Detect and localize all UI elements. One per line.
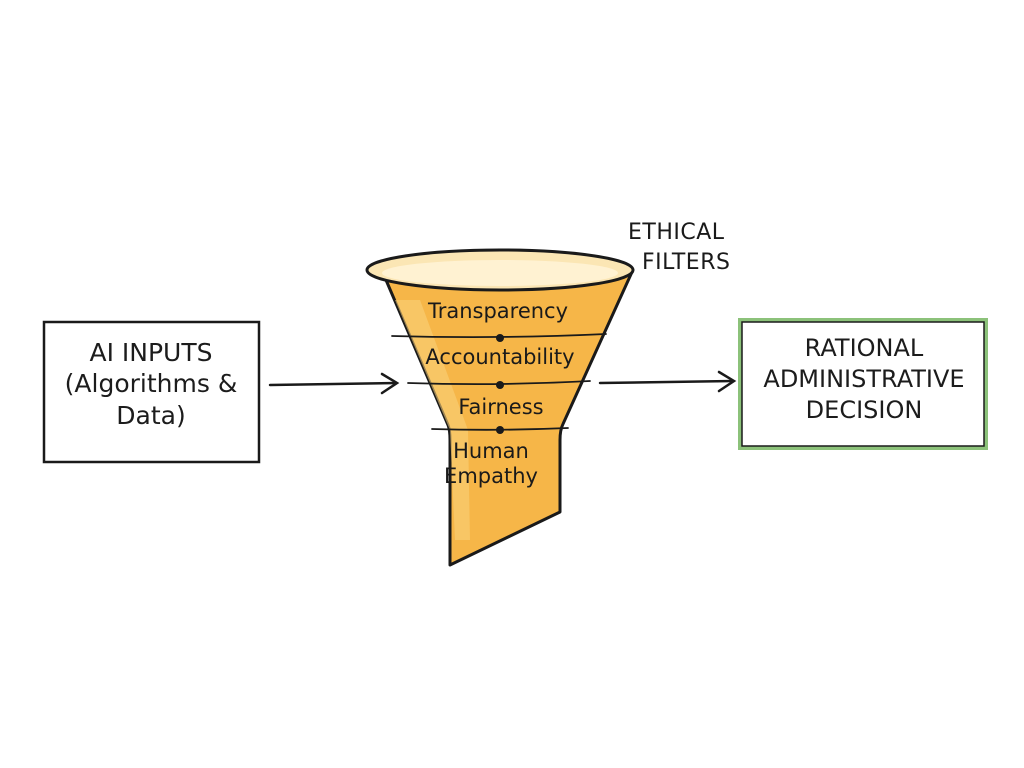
layer-dot-3: [496, 426, 504, 434]
filters-label-line-2: FILTERS: [642, 249, 731, 275]
arrow-input-to-funnel: [268, 372, 400, 395]
layer-fairness: Fairness: [458, 395, 544, 419]
output-line-1: RATIONAL: [804, 334, 924, 362]
input-line-1: AI INPUTS: [89, 338, 213, 367]
layer-accountability: Accountability: [425, 345, 575, 369]
arrow-funnel-to-output: [598, 370, 737, 393]
input-box-text: AI INPUTS (Algorithms & Data): [46, 337, 256, 431]
input-line-2: (Algorithms &: [64, 369, 238, 399]
input-box: [42, 320, 261, 464]
filters-label-line-1: ETHICAL: [628, 220, 725, 245]
funnel-highlight: [395, 300, 470, 540]
output-box-text: RATIONAL ADMINISTRATIVE DECISION: [744, 333, 984, 427]
layer-human-empathy: Human Empathy: [406, 439, 576, 489]
layer-human-empathy-line-1: Human: [453, 439, 529, 463]
output-box-inner-border: [741, 321, 985, 447]
output-box: [738, 318, 988, 450]
layer-human-empathy-line-2: Empathy: [444, 464, 538, 489]
input-line-3: Data): [116, 400, 186, 430]
output-line-2: ADMINISTRATIVE: [763, 365, 965, 394]
layer-dot-1: [496, 334, 504, 342]
funnel: [365, 248, 635, 567]
funnel-rim-inner: [382, 260, 618, 286]
ethical-filters-label: ETHICAL FILTERS: [628, 218, 758, 277]
layer-transparency: Transparency: [427, 299, 569, 323]
output-line-3: DECISION: [805, 396, 923, 425]
layer-dot-2: [496, 381, 504, 389]
